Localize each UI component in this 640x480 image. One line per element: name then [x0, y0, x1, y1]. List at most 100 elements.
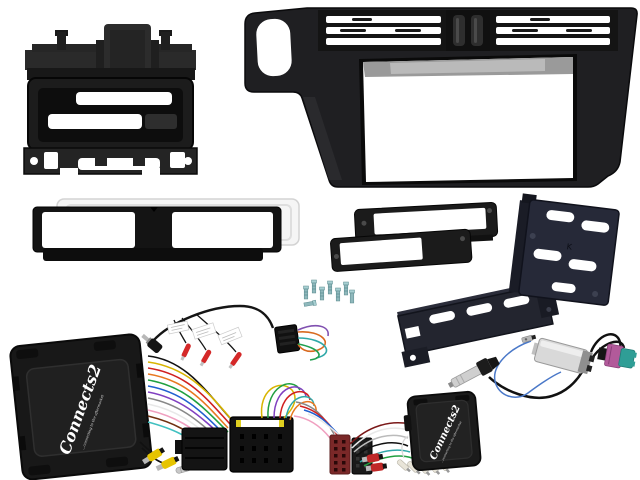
quadlock-pins [240, 434, 282, 463]
bracket-slot [546, 210, 575, 223]
bracket-socket [404, 325, 421, 339]
screw [327, 280, 333, 295]
cage-pocket-slot-lower [48, 114, 142, 129]
bracket-foot-hole [409, 354, 416, 361]
jack-plug [141, 333, 163, 354]
screw [319, 286, 325, 301]
bracket-slot [533, 248, 562, 261]
bullet-terminal [228, 351, 242, 369]
fascia-left-slant-sheen [303, 97, 342, 180]
screw-hole [333, 253, 339, 259]
screw [349, 289, 355, 304]
double-din-fascia-plate-black [32, 206, 282, 261]
blue-wire [493, 340, 562, 398]
quadlock-slider [236, 420, 284, 427]
bracket-slot [503, 295, 530, 308]
bracket-marking: K [566, 242, 573, 252]
mounting-bracket-right: K [508, 193, 620, 306]
antenna-amplifier-body [531, 337, 595, 375]
bracket-hole-right [184, 157, 192, 165]
bullet-terminal [180, 343, 191, 361]
bracket-cutout-left [44, 152, 58, 169]
bracket-cutout-right [170, 152, 185, 168]
bracket-hole-left [30, 157, 38, 165]
din-plug-cable [488, 371, 584, 399]
iso-connector-maroon [329, 434, 351, 475]
label-flag [217, 326, 243, 346]
mounting-bracket-lower [397, 277, 560, 368]
iso-to-box-wires [349, 422, 413, 467]
bracket-slot [551, 282, 576, 294]
dd-opening-left [42, 212, 135, 248]
spade-terminal [521, 334, 537, 343]
cage-center-flange-right [151, 40, 159, 72]
opening-aperture [363, 57, 573, 182]
screw [311, 279, 317, 294]
screw-hole [459, 236, 465, 242]
double-din-mounting-cage [23, 24, 198, 176]
opening-shelf-highlight [390, 59, 545, 74]
multipin-connector [274, 324, 301, 354]
bracket-slot [568, 259, 597, 272]
bullet-terminal [199, 349, 212, 367]
cage-right-wing-step [150, 44, 192, 52]
fascia-arm-cutout [256, 18, 292, 77]
loop-wires [297, 324, 329, 361]
din-antenna-plug [447, 356, 500, 388]
dd-center-notch [150, 207, 158, 212]
screw [343, 281, 349, 296]
screw-lying [303, 299, 317, 307]
antenna-amplifier-lead [447, 333, 637, 399]
box-panel [25, 358, 137, 457]
bracket-tab-2 [133, 158, 145, 166]
fixing-screws [303, 279, 355, 307]
interface-box-primary: Connects2 ...connecting to the aftermark… [9, 333, 153, 480]
rca-red [361, 453, 384, 463]
fakra-connector [597, 343, 637, 369]
bracket-slot [581, 220, 610, 233]
patch-lead-harness [141, 304, 329, 369]
double-din-fascia-set [32, 198, 300, 261]
bracket-notch-2 [142, 168, 160, 176]
rca-plugs-red [361, 453, 388, 472]
din-opening-upper [373, 207, 487, 235]
audi-q5-fascia-panel [244, 7, 638, 188]
rca-yellow [155, 456, 180, 472]
vent-adjuster-knobs [446, 10, 490, 51]
cage-pocket-slot-upper [76, 92, 172, 105]
cage-center-block-inset [110, 30, 145, 68]
cage-center-flange-left [96, 40, 104, 72]
cage-frame [27, 77, 194, 151]
cage-right-wing [152, 50, 196, 70]
patch-connector [396, 459, 411, 473]
rca-yellow [142, 447, 166, 465]
label-flag [166, 320, 190, 335]
fascia-air-vent-left [326, 16, 441, 45]
cage-top-clips [25, 24, 196, 80]
fascia-air-vents [318, 10, 618, 51]
fascia-air-vent-right [496, 16, 610, 45]
quadlock-connector [229, 416, 294, 473]
fakra-cable-2 [589, 340, 626, 361]
screw-hole [361, 220, 367, 226]
screw-hole [486, 208, 492, 214]
bracket-flange [508, 200, 532, 293]
fascia-screen-opening [359, 54, 577, 185]
din-opening-lower [339, 237, 423, 266]
bracket-tab-1 [95, 158, 107, 166]
dd-opening-right [172, 212, 273, 248]
interface-box-secondary: Connects2 ...connecting to the aftermark… [403, 390, 482, 472]
cage-left-wing [25, 50, 97, 70]
rear-connector [175, 427, 228, 471]
cage-right-clip [161, 32, 170, 50]
cage-left-clip [57, 32, 66, 50]
bracket-slot [466, 303, 493, 316]
single-din-fascia-lower [330, 228, 473, 272]
box-panel [415, 399, 473, 463]
bracket-slot [429, 311, 455, 324]
bracket-notch-1 [60, 168, 78, 176]
rca-red [365, 462, 388, 472]
dd-bottom-lip [43, 248, 263, 261]
